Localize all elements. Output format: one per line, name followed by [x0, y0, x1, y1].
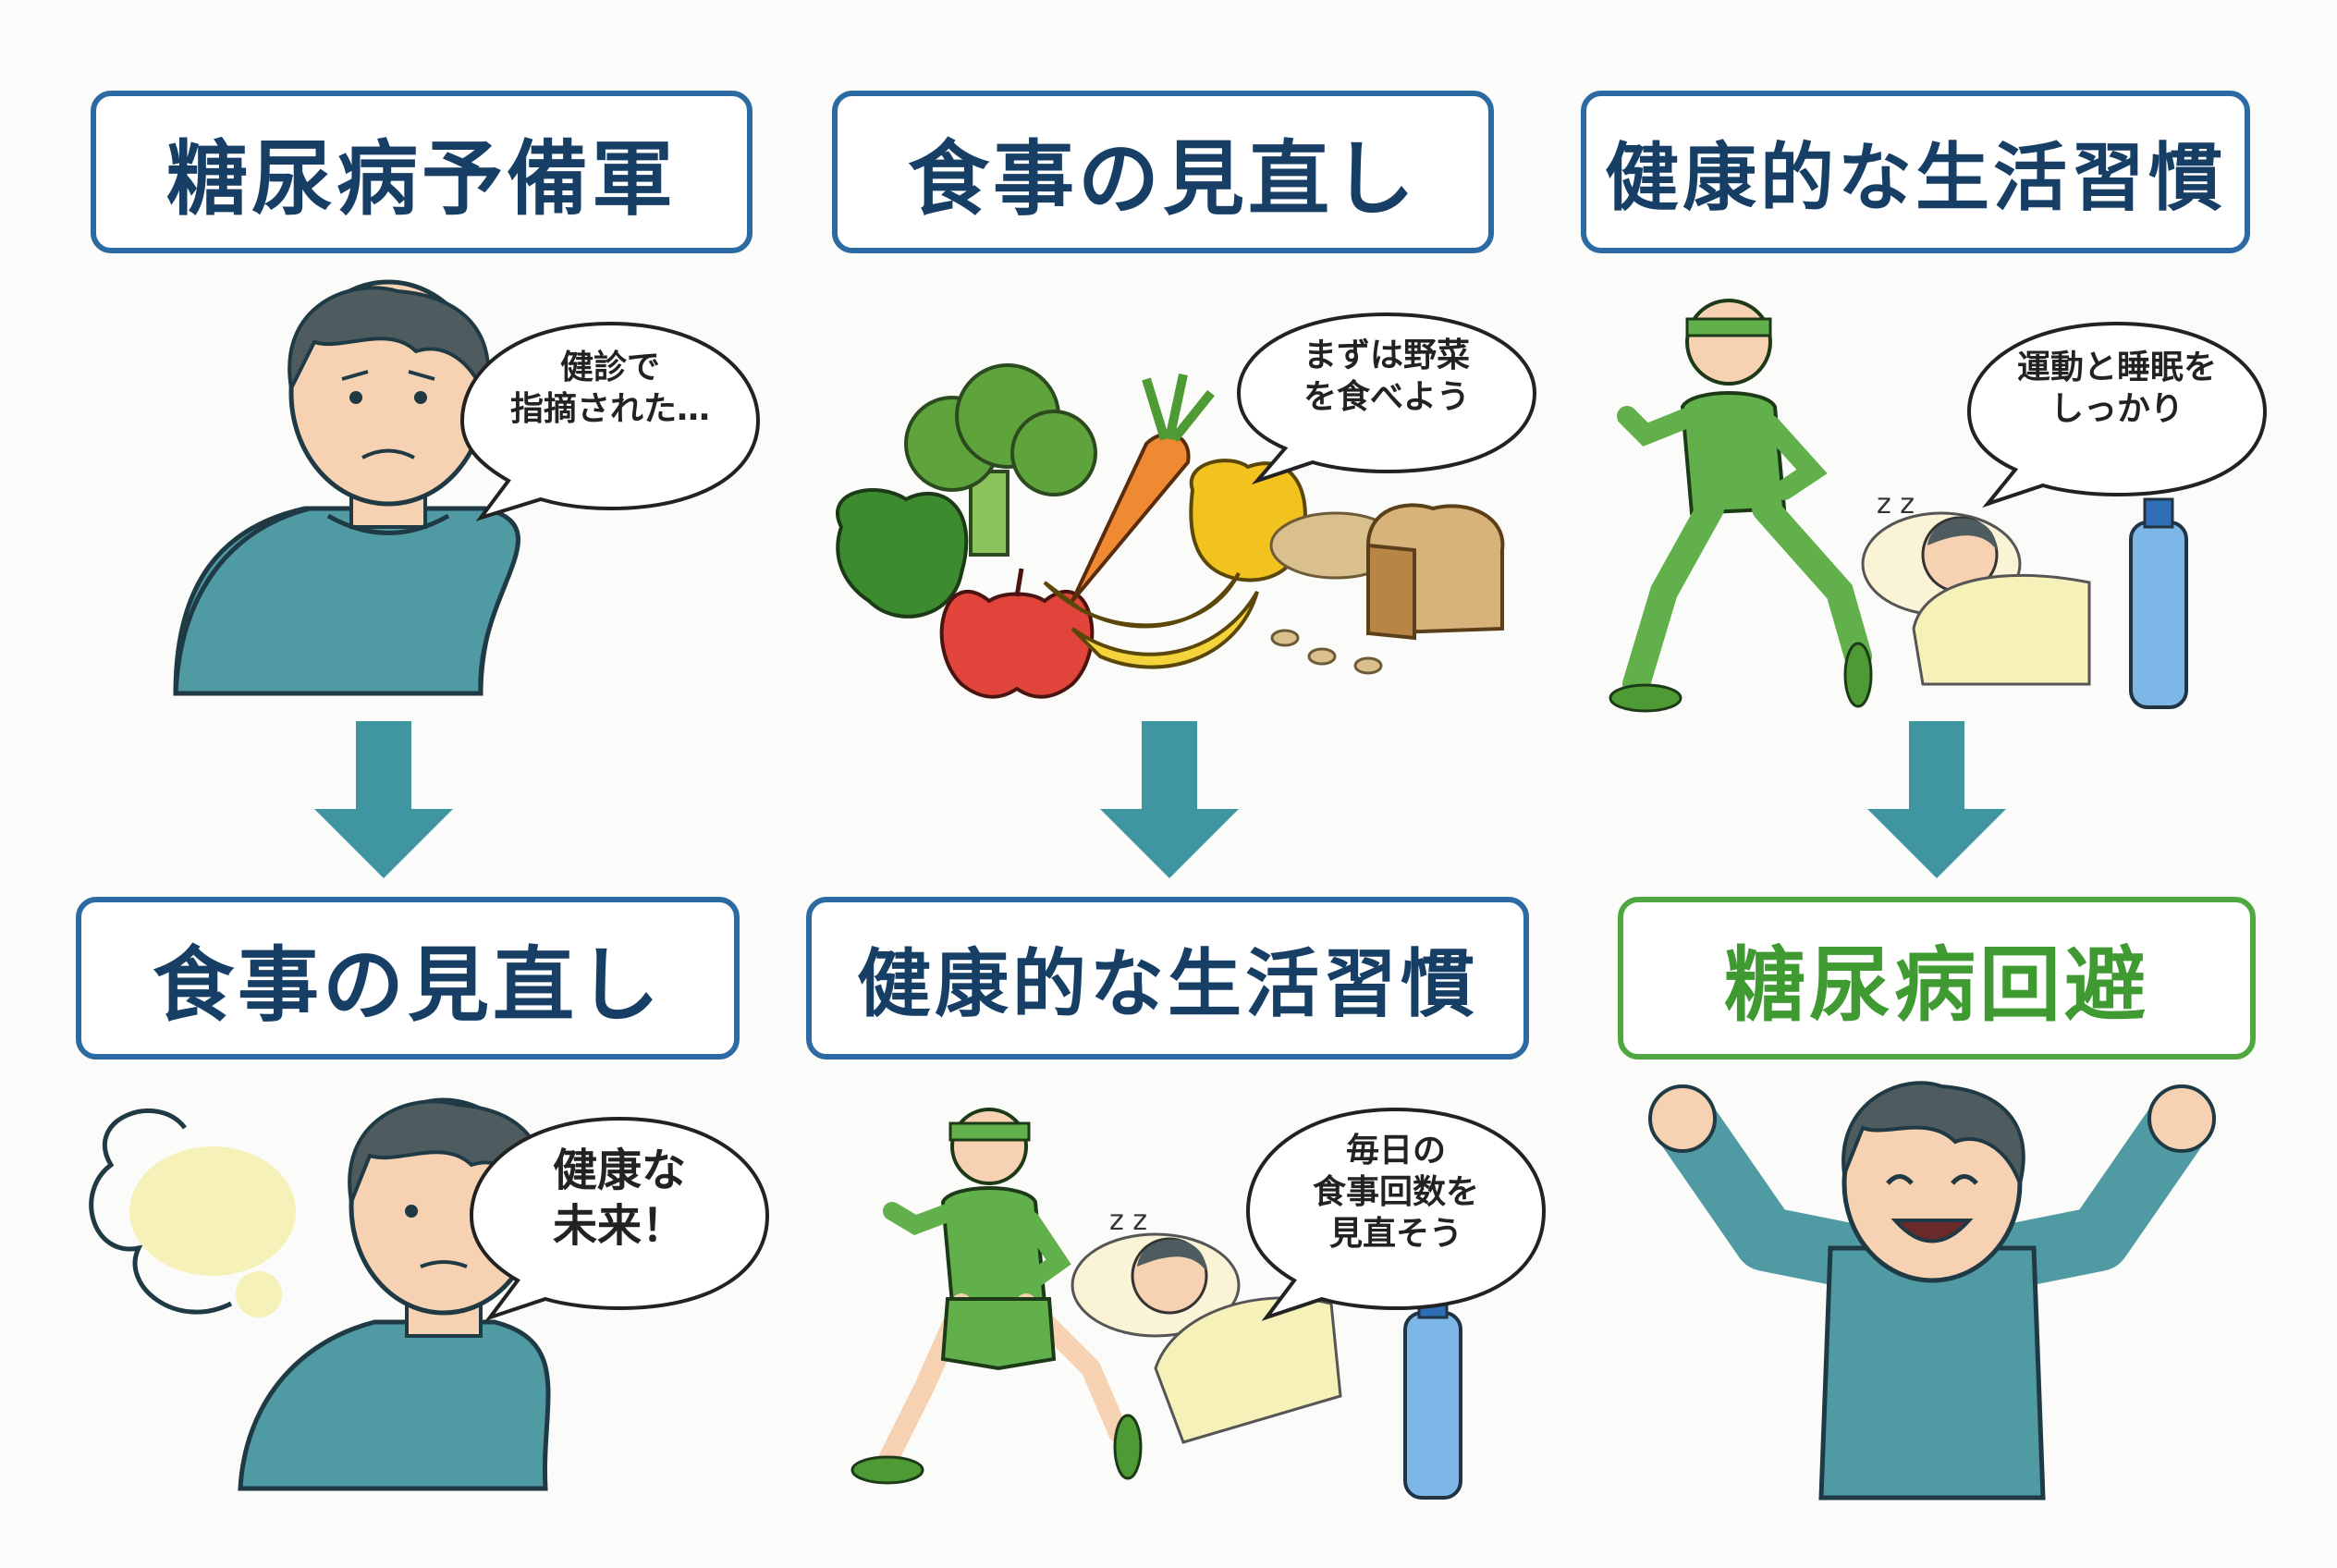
worried-man-illustration	[173, 279, 520, 696]
title-healthy-habits: 健康的な生活習慣	[1581, 91, 2250, 253]
bubble-text: 毎日の 食事回数を 見直そう	[1312, 1132, 1479, 1253]
title-diabetes-avoided: 糖尿病回避	[1618, 897, 2256, 1060]
exercise-sleep-illustration: z z	[1609, 299, 2188, 713]
speech-bubble	[1966, 321, 2268, 508]
bubble-text: 運動と睡眠を しっかり	[2016, 349, 2217, 428]
title-diet-review-2: 食事の見直し	[76, 897, 740, 1060]
speech-bubble	[1236, 312, 1537, 485]
title-healthy-habits-2: 健康的な生活習慣	[806, 897, 1529, 1060]
svg-text:z z: z z	[1109, 1205, 1147, 1237]
speech-bubble	[459, 321, 761, 521]
down-arrow-icon	[314, 721, 453, 878]
healthy-food-illustration	[836, 363, 1505, 699]
bubble-text: 健康な 未来！	[552, 1145, 686, 1252]
speech-bubble	[469, 1116, 770, 1321]
title-diet-review: 食事の見直し	[832, 91, 1494, 253]
speech-bubble	[1245, 1107, 1547, 1321]
svg-text:z z: z z	[1877, 488, 1915, 521]
title-prediabetes: 糖尿病予備軍	[91, 91, 752, 253]
thought-cloud-illustration	[89, 1109, 296, 1317]
cheering-man-illustration	[1648, 1081, 2216, 1501]
down-arrow-icon	[1867, 721, 2006, 878]
bubble-text: まずは野菜 を食べよう	[1303, 337, 1470, 416]
bubble-text: 健診で 指摘された…	[509, 349, 710, 428]
down-arrow-icon	[1100, 721, 1239, 878]
